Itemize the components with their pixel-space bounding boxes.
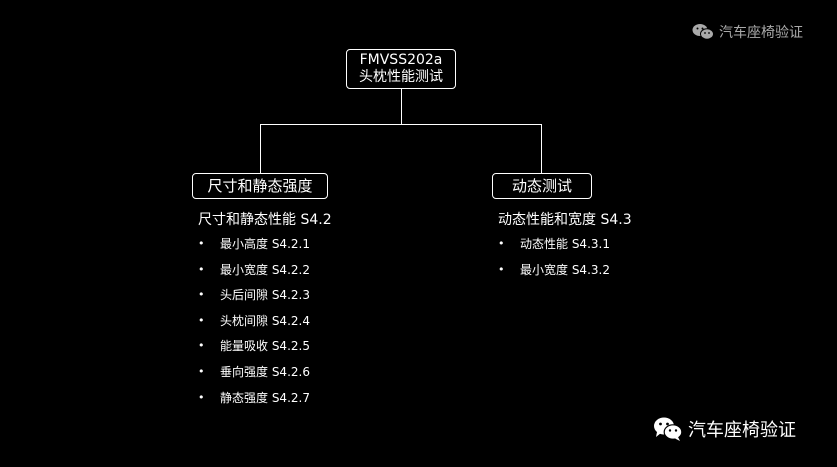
left-node-label: 尺寸和静态强度: [207, 177, 313, 195]
list-item: • 动态性能 S4.3.1: [498, 237, 610, 263]
right-item-list: • 动态性能 S4.3.1 • 最小宽度 S4.3.2: [498, 237, 610, 288]
list-item-label: 垂向强度 S4.2.6: [220, 364, 310, 379]
watermark-top-text: 汽车座椅验证: [719, 25, 803, 41]
left-section-title: 尺寸和静态性能 S4.2: [198, 212, 332, 228]
list-item-label: 头后间隙 S4.2.3: [220, 288, 310, 303]
bullet-icon: •: [498, 262, 505, 276]
watermark-top: 汽车座椅验证: [692, 22, 803, 42]
list-item: • 头枕间隙 S4.2.4: [198, 314, 310, 340]
list-item: • 能量吸收 S4.2.5: [198, 339, 310, 365]
watermark-bottom-text: 汽车座椅验证: [688, 420, 796, 441]
list-item-label: 动态性能 S4.3.1: [520, 237, 610, 251]
connector-root-down: [401, 89, 402, 124]
list-item: • 最小宽度 S4.2.2: [198, 263, 310, 289]
root-node: FMVSS202a 头枕性能测试: [346, 49, 456, 89]
root-title: FMVSS202a: [359, 52, 443, 68]
list-item: • 静态强度 S4.2.7: [198, 391, 310, 417]
bullet-icon: •: [198, 262, 205, 276]
list-item-label: 能量吸收 S4.2.5: [220, 339, 310, 354]
list-item: • 最小宽度 S4.3.2: [498, 263, 610, 289]
right-section-title: 动态性能和宽度 S4.3: [498, 212, 632, 228]
bullet-icon: •: [198, 288, 205, 302]
connector-right-down: [541, 124, 542, 173]
list-item-label: 头枕间隙 S4.2.4: [220, 313, 310, 328]
watermark-bottom: 汽车座椅验证: [653, 416, 796, 442]
list-item-label: 静态强度 S4.2.7: [220, 390, 310, 405]
list-item-label: 最小高度 S4.2.1: [220, 237, 310, 251]
bullet-icon: •: [198, 313, 205, 327]
root-subtitle: 头枕性能测试: [359, 69, 443, 85]
connector-left-down: [260, 124, 261, 173]
right-node-label: 动态测试: [511, 177, 572, 195]
left-item-list: • 最小高度 S4.2.1 • 最小宽度 S4.2.2 • 头后间隙 S4.2.3 •…: [198, 237, 310, 416]
list-item-label: 最小宽度 S4.2.2: [220, 262, 310, 277]
list-item: • 垂向强度 S4.2.6: [198, 365, 310, 391]
wechat-icon: [692, 24, 714, 40]
bullet-icon: •: [498, 237, 505, 250]
list-item: • 最小高度 S4.2.1: [198, 237, 310, 263]
left-node: 尺寸和静态强度: [192, 173, 328, 199]
bullet-icon: •: [198, 339, 205, 353]
list-item: • 头后间隙 S4.2.3: [198, 288, 310, 314]
connector-horizontal: [260, 124, 542, 125]
bullet-icon: •: [198, 364, 205, 378]
wechat-icon: [654, 417, 683, 441]
list-item-label: 最小宽度 S4.3.2: [520, 262, 610, 277]
right-node: 动态测试: [492, 173, 592, 199]
bullet-icon: •: [198, 390, 205, 404]
bullet-icon: •: [198, 237, 205, 250]
